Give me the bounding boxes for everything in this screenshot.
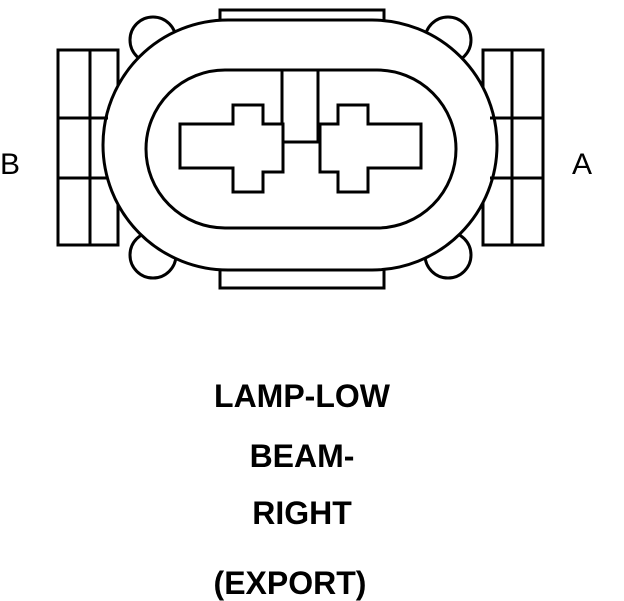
caption-line-3: RIGHT [252, 495, 352, 531]
pin-label-a: A [572, 148, 593, 181]
terminal-a [318, 103, 423, 194]
pin-label-b: B [0, 148, 21, 181]
caption-line-4: (EXPORT) [213, 565, 367, 601]
terminal-b [178, 103, 285, 194]
caption-line-2: BEAM- [249, 438, 355, 474]
polarization-key [280, 68, 320, 144]
caption-line-1: LAMP-LOW [214, 378, 390, 414]
